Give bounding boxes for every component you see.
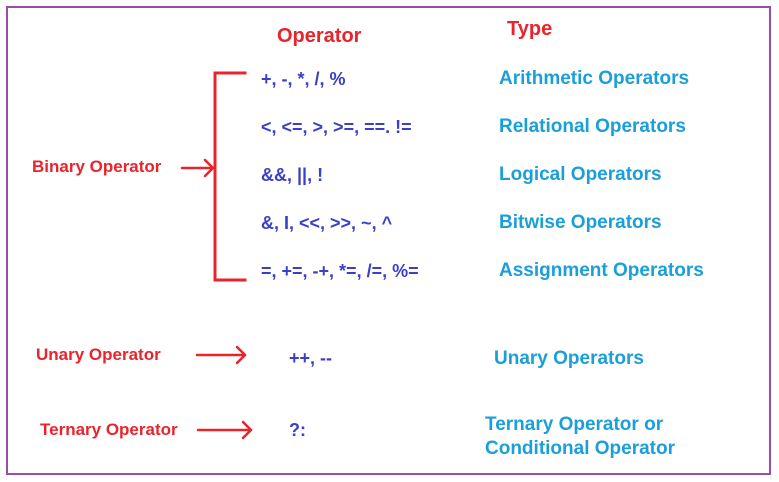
binary-row-type: Logical Operators: [499, 164, 662, 185]
unary-type: Unary Operators: [494, 348, 644, 369]
diagram-border: [6, 6, 771, 475]
binary-operator-label: Binary Operator: [32, 157, 162, 176]
binary-row-operators: &&, ||, !: [261, 165, 324, 185]
unary-arrow: [195, 345, 247, 365]
type-column-header: Type: [507, 18, 553, 40]
binary-row-type: Relational Operators: [499, 116, 686, 137]
binary-row-type: Bitwise Operators: [499, 212, 662, 233]
binary-row-operators: =, +=, -+, *=, /=, %=: [261, 261, 419, 281]
binary-row-operators: &, I, <<, >>, ~, ^: [261, 213, 393, 233]
binary-row-type: Arithmetic Operators: [499, 68, 690, 89]
binary-arrow: [180, 158, 215, 178]
binary-bracket: [213, 71, 247, 282]
unary-operators: ++, --: [289, 348, 333, 368]
ternary-arrow: [196, 420, 253, 440]
ternary-operators: ?:: [289, 420, 306, 440]
operator-column-header: Operator: [277, 25, 362, 47]
binary-row-type: Assignment Operators: [499, 260, 704, 281]
unary-operator-label: Unary Operator: [36, 345, 161, 364]
binary-row-operators: +, -, *, /, %: [261, 69, 346, 89]
binary-row-operators: <, <=, >, >=, ==. !=: [261, 117, 412, 137]
ternary-type: Ternary Operator or Conditional Operator: [485, 414, 675, 459]
ternary-operator-label: Ternary Operator: [40, 420, 178, 439]
